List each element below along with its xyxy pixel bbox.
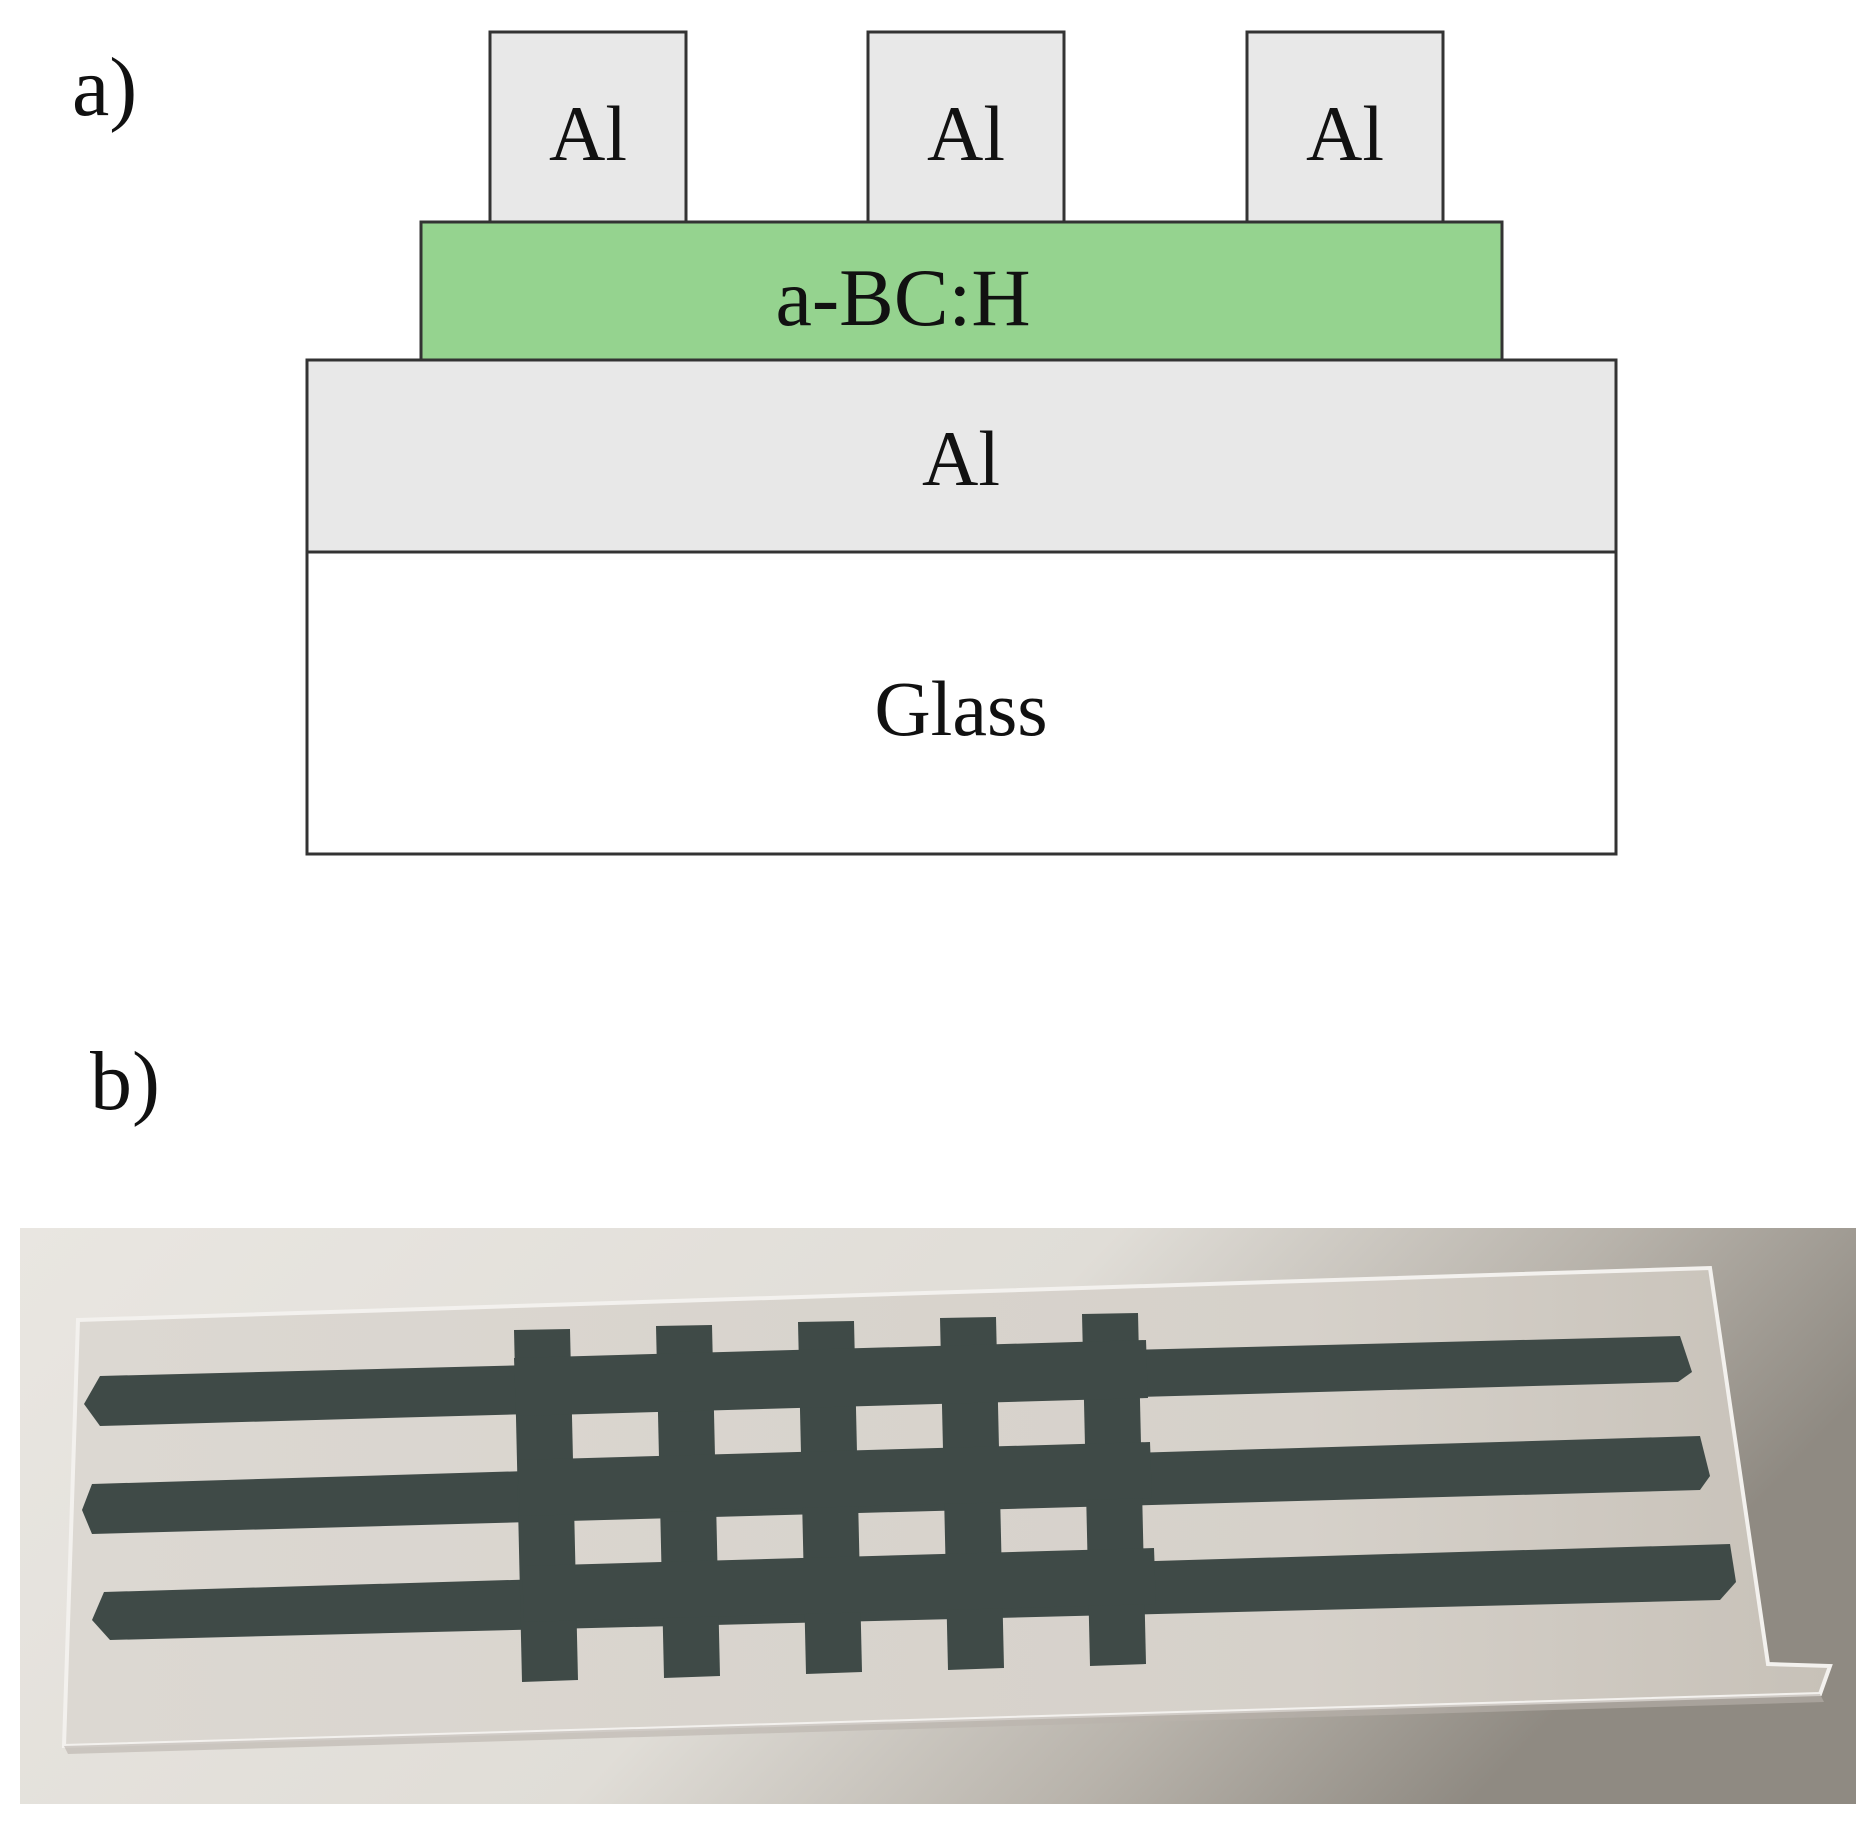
a-bc-h-film-label: a-BC:H bbox=[775, 252, 1030, 343]
fabricated-device-photo bbox=[20, 1228, 1856, 1804]
top-al-electrode-3 bbox=[1245, 30, 1445, 224]
glass-substrate bbox=[305, 550, 1618, 856]
crossbar-fill-row-1 bbox=[514, 1340, 1148, 1416]
device-cross-section-diagram: Glass Al a-BC:H Al Al Al bbox=[305, 30, 1618, 856]
crossbar-fill-row-3 bbox=[522, 1548, 1156, 1622]
panel-b-label: b) bbox=[90, 1035, 160, 1128]
bottom-al-electrode-label: Al bbox=[922, 415, 1000, 502]
crossbar-fill-row-2 bbox=[518, 1442, 1152, 1516]
electrode-pattern bbox=[82, 1313, 1736, 1682]
top-al-electrode-1-label: Al bbox=[549, 90, 627, 177]
top-al-electrode-1 bbox=[488, 30, 688, 224]
slide-shadow-edge bbox=[64, 1694, 1824, 1754]
a-bc-h-film-layer bbox=[419, 220, 1504, 362]
panel-a-label: a) bbox=[72, 41, 138, 134]
top-al-electrode-3-label: Al bbox=[1306, 90, 1384, 177]
top-al-electrode-2 bbox=[866, 30, 1066, 224]
glass-substrate-label: Glass bbox=[874, 665, 1047, 752]
top-al-electrode-2-label: Al bbox=[927, 90, 1005, 177]
